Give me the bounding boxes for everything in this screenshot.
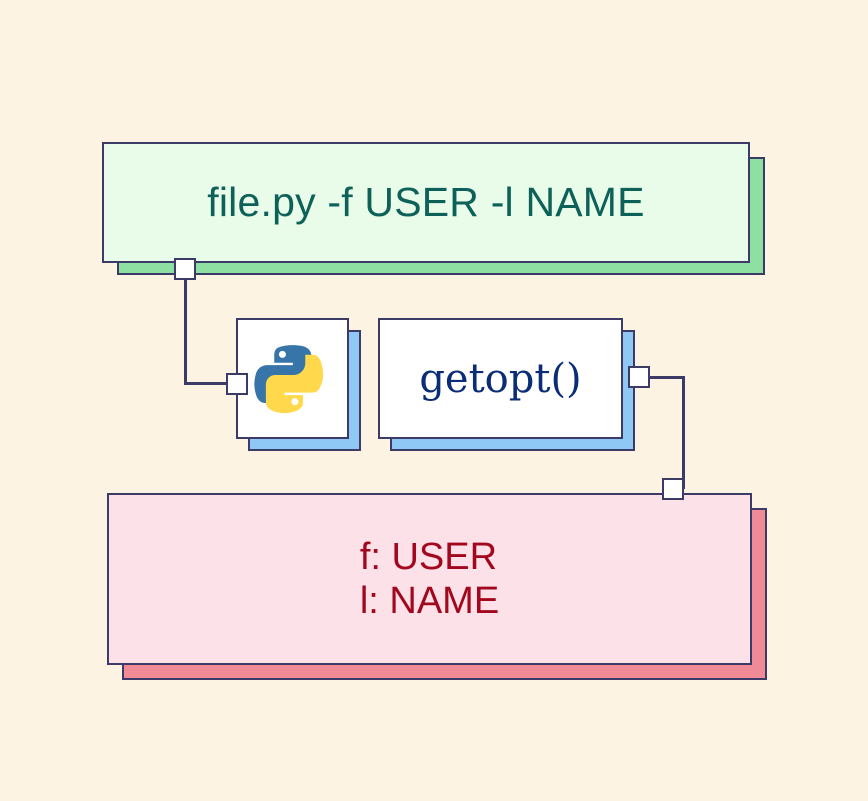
python-logo-icon [253, 344, 323, 413]
connector-command-python-horizontal [184, 382, 230, 385]
connector-command-python-vertical [184, 263, 187, 385]
command-text: file.py -f USER -l NAME [207, 179, 645, 225]
getopt-label: getopt() [419, 355, 582, 402]
python-box[interactable] [236, 318, 349, 439]
command-box[interactable]: file.py -f USER -l NAME [102, 142, 750, 263]
connector-getopt-result-vertical [682, 376, 685, 489]
port-result-input[interactable] [662, 478, 684, 500]
port-python-input[interactable] [226, 373, 248, 395]
result-line-f: f: USER [359, 535, 498, 578]
result-box[interactable]: f: USER l: NAME [107, 493, 752, 665]
result-line-l: l: NAME [359, 580, 500, 622]
result-lines: f: USER l: NAME [360, 535, 499, 623]
port-command-output[interactable] [174, 258, 196, 280]
getopt-box[interactable]: getopt() [378, 318, 623, 439]
port-getopt-output[interactable] [628, 366, 650, 388]
connector-getopt-result-horizontal [639, 376, 685, 379]
